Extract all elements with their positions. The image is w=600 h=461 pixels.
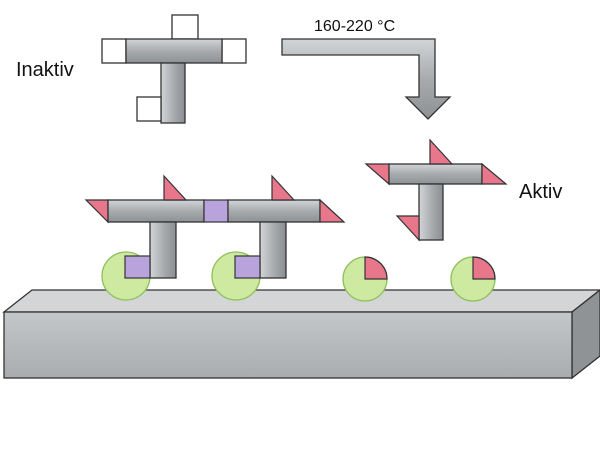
inactive-right-end-square <box>221 38 247 64</box>
inactive-molecule <box>101 14 247 124</box>
active-right-pink-triangle <box>481 162 508 185</box>
inactive-label: Inaktiv <box>16 59 74 81</box>
inactive-horizontal-bar <box>125 38 223 64</box>
active-label: Aktiv <box>519 181 563 203</box>
bound-2-violet-link <box>234 255 261 279</box>
active-bottom-pink-triangle <box>395 215 420 242</box>
active-horizontal-bar <box>388 163 483 185</box>
inactive-vertical-bar <box>160 62 186 124</box>
bound-2-vertical-bar <box>259 221 287 279</box>
active-molecule-free <box>364 138 508 242</box>
bound-1-violet-link <box>124 255 151 279</box>
inactive-top-end-square <box>171 14 199 40</box>
inactive-bottom-end-square <box>136 96 162 122</box>
bound-1-left-pink-triangle <box>84 199 109 224</box>
bound-1-top-pink-triangle <box>163 174 188 201</box>
bound-molecule-2 <box>227 174 346 279</box>
inactive-left-end-square <box>101 38 127 64</box>
bound-1-vertical-bar <box>149 221 177 279</box>
bound-2-top-pink-triangle <box>271 174 296 201</box>
binding-site-4 <box>450 256 496 302</box>
binding-site-3 <box>342 256 388 302</box>
bound-molecule-1 <box>84 174 205 279</box>
bent-arrow-shape <box>281 38 452 120</box>
bound-2-right-pink-triangle <box>319 198 346 223</box>
beam-top-face <box>2 289 600 313</box>
free-pink-wedge <box>472 256 496 280</box>
crosslink-violet-square <box>203 199 229 223</box>
temperature-label: 160-220 °C <box>314 18 396 35</box>
active-left-pink-triangle <box>364 163 390 186</box>
beam-front-face <box>3 311 573 379</box>
active-top-pink-triangle <box>429 138 454 165</box>
bound-1-horizontal-bar <box>107 199 205 223</box>
free-pink-wedge <box>364 256 388 280</box>
heating-arrow <box>281 38 452 120</box>
substrate-beam <box>2 289 600 380</box>
bound-2-horizontal-bar <box>227 199 321 223</box>
active-vertical-bar <box>418 183 444 241</box>
